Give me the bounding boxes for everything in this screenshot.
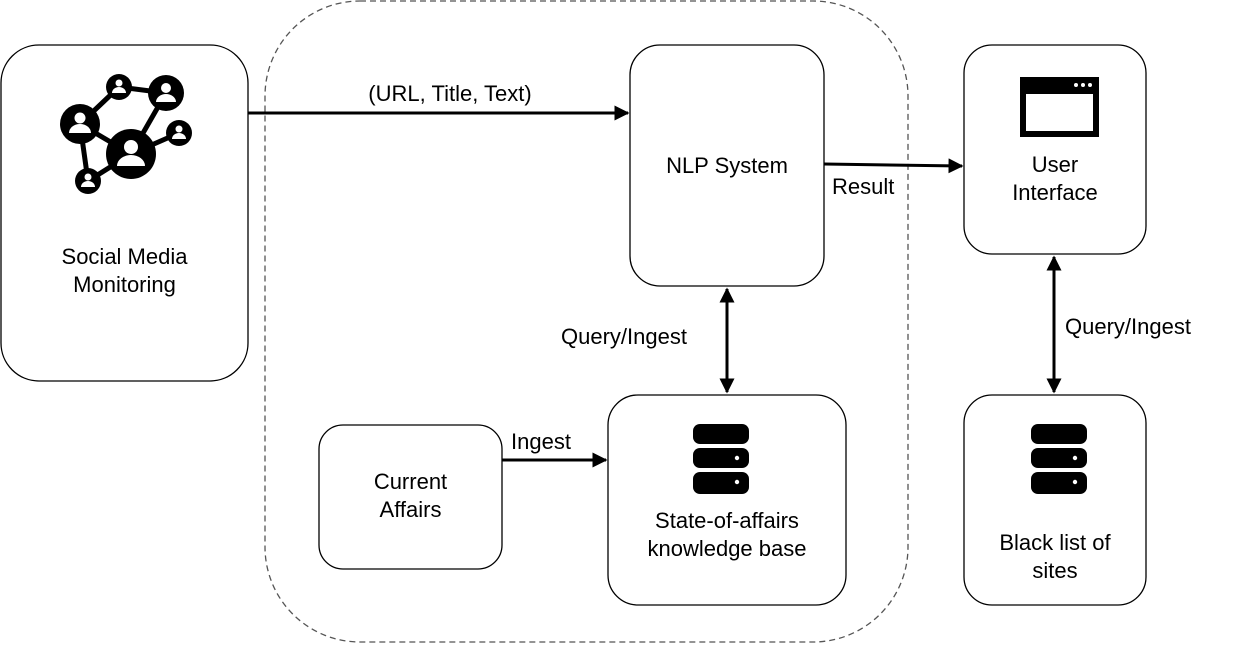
social-network-icon bbox=[60, 74, 192, 194]
user-interface-label-line2: Interface bbox=[1012, 180, 1098, 205]
social-media-label-line2: Monitoring bbox=[73, 272, 176, 297]
nlp-system-label: NLP System bbox=[666, 153, 788, 178]
blacklist-label-line1: Black list of bbox=[999, 530, 1111, 555]
user-interface-box bbox=[963, 44, 1147, 255]
blacklist-label-line2: sites bbox=[1032, 558, 1078, 583]
user-interface-label-line1: User bbox=[1031, 152, 1079, 177]
edge-label-query-ingest-blacklist: Query/Ingest bbox=[1065, 314, 1191, 339]
knowledge-base-label-line2: knowledge base bbox=[647, 536, 807, 561]
edge-nlp-to-ui bbox=[823, 158, 964, 174]
database-icon bbox=[1031, 424, 1087, 494]
current-affairs-label-line2: Affairs bbox=[379, 497, 442, 522]
edge-label-ingest: Ingest bbox=[511, 429, 571, 454]
blacklist-box bbox=[963, 394, 1147, 606]
knowledge-base-box bbox=[607, 394, 847, 606]
database-icon bbox=[693, 424, 749, 494]
current-affairs-label-line1: Current bbox=[373, 469, 448, 494]
edge-label-query-ingest-kb: Query/Ingest bbox=[561, 324, 687, 349]
edge-label-url-title-text: (URL, Title, Text) bbox=[368, 81, 532, 106]
knowledge-base-label-line1: State-of-affairs bbox=[655, 508, 799, 533]
current-affairs-box bbox=[318, 424, 503, 570]
social-media-label-line1: Social Media bbox=[61, 244, 188, 269]
edge-label-result: Result bbox=[832, 174, 895, 199]
browser-window-icon bbox=[1020, 77, 1099, 137]
